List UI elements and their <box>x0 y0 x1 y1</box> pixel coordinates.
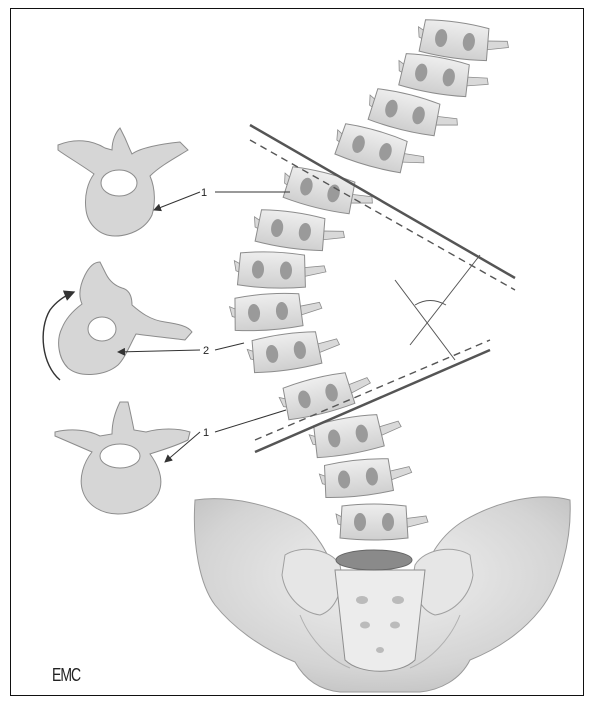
vertebra <box>251 207 347 255</box>
emc-logo: EMC <box>52 664 80 685</box>
label-1-top: 1 <box>201 187 207 199</box>
vertebra-axial-top <box>58 128 188 236</box>
vertebra <box>246 327 342 375</box>
label-2: 2 <box>203 345 209 357</box>
lumbosacral-disc <box>336 550 412 570</box>
vertebra <box>318 454 413 499</box>
vertebra-axial-rotated <box>59 262 192 374</box>
vertebra <box>229 290 323 332</box>
spine-column <box>229 17 511 540</box>
label-1-bottom: 1 <box>203 427 209 439</box>
vertebra <box>233 251 326 290</box>
vertebra <box>336 504 428 540</box>
vertebra <box>307 409 404 460</box>
vertebra <box>277 365 375 422</box>
